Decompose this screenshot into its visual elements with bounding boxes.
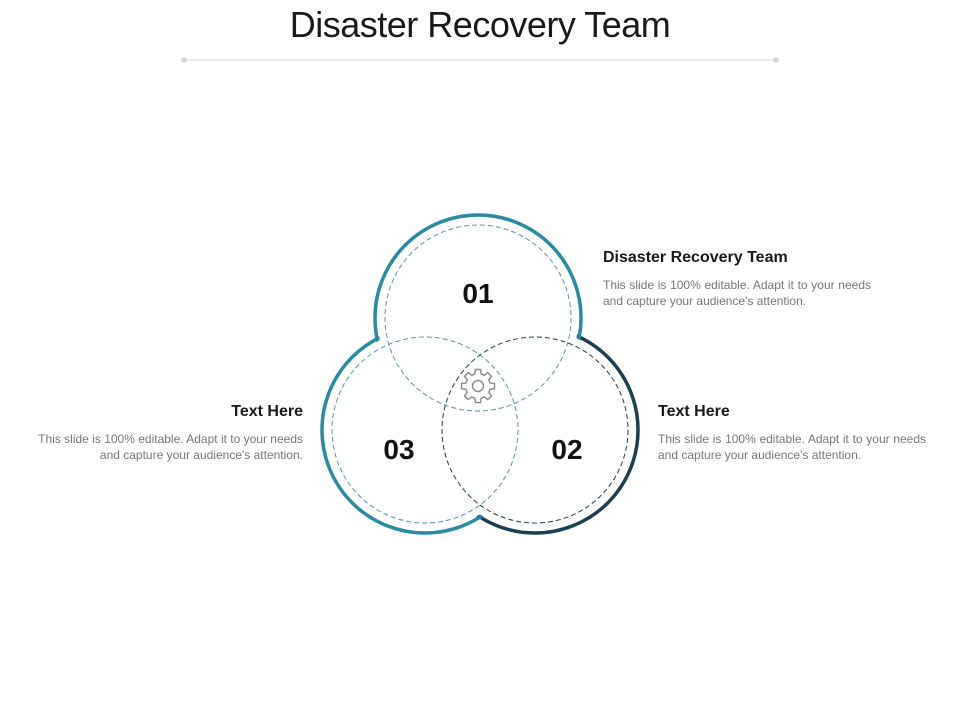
text-block-03: Text Here This slide is 100% editable. A…	[35, 403, 303, 463]
text-block-heading: Text Here	[231, 403, 303, 420]
text-block-body: This slide is 100% editable. Adapt it to…	[658, 432, 926, 462]
inner-dashed-circle-03	[331, 336, 519, 524]
number-02: 02	[551, 434, 583, 465]
page-title: Disaster Recovery Team	[289, 4, 671, 45]
text-block-body: This slide is 100% editable. Adapt it to…	[603, 278, 871, 308]
text-block-heading: Text Here	[658, 403, 730, 420]
text-block-01: Disaster Recovery Team This slide is 100…	[603, 249, 871, 309]
text-block-02: Text Here This slide is 100% editable. A…	[658, 403, 926, 463]
inner-dashed-circle-02	[441, 336, 629, 524]
number-03: 03	[383, 434, 415, 465]
inner-dashed-circle-01	[384, 224, 572, 412]
text-block-body: This slide is 100% editable. Adapt it to…	[38, 432, 303, 462]
gear-icon	[460, 368, 496, 404]
title-divider	[181, 57, 779, 63]
text-block-heading: Disaster Recovery Team	[603, 249, 788, 266]
number-01: 01	[462, 278, 494, 309]
